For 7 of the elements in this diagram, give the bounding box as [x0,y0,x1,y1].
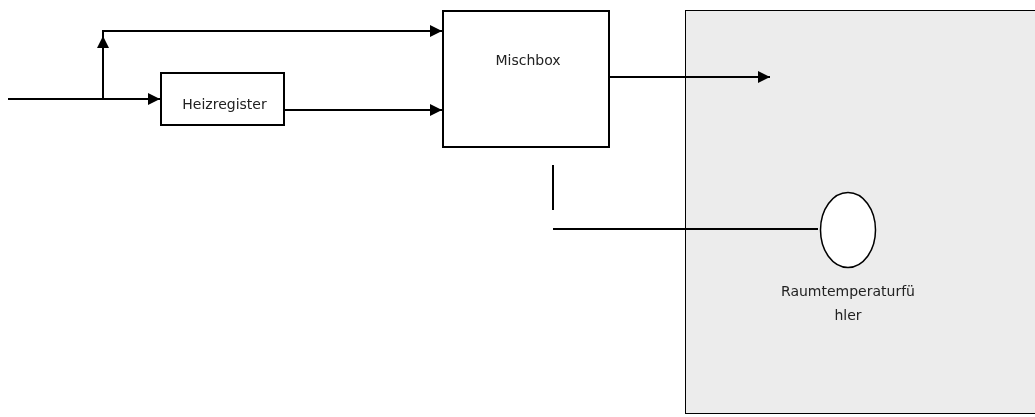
node-label: Mischbox [494,52,562,68]
process-box [442,10,610,148]
sensor-label: Raumtemperaturfühler [780,282,916,325]
process-box [160,72,285,126]
node-label: Heizregister [181,96,268,112]
room-area [685,10,1035,414]
connector-line [7,98,104,100]
